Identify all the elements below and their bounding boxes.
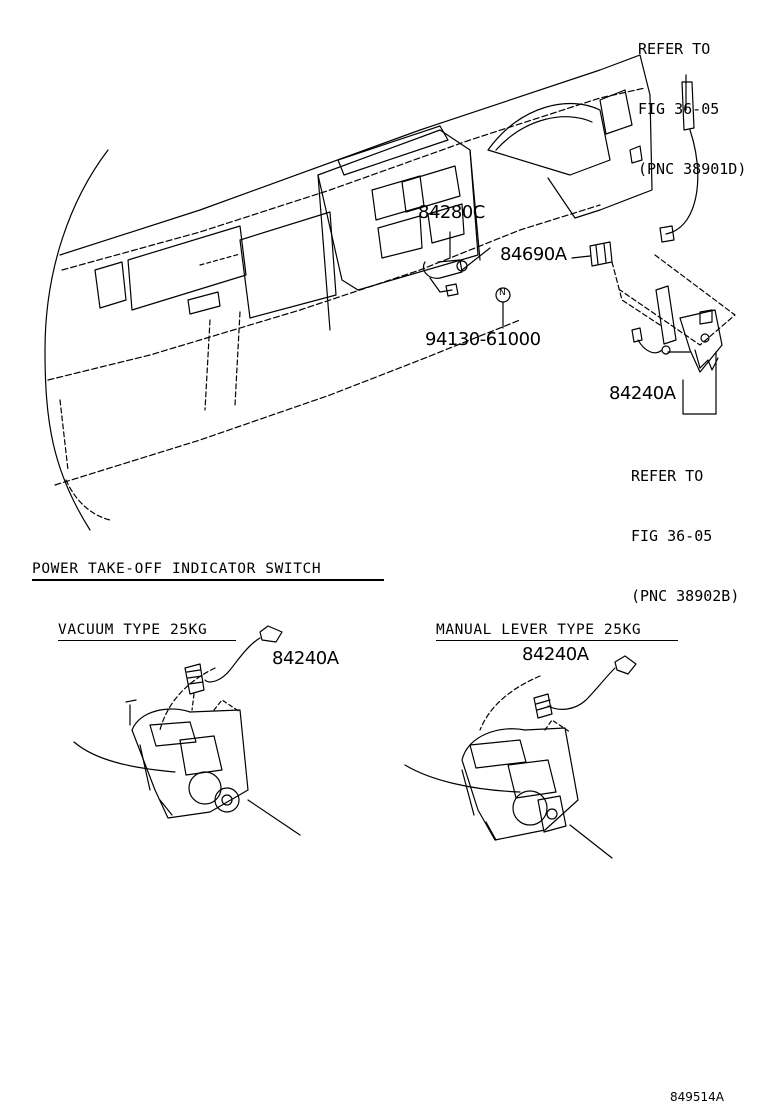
center-stack [317,129,479,291]
bracket-dashed-box [619,254,736,346]
vacuum-type-label: VACUUM TYPE 25KG [58,623,236,641]
part-number-84240a-manual: 84240A [522,644,589,665]
vacuum-connector [259,625,283,643]
brake-bracket [679,309,723,373]
passenger-panel [127,225,247,311]
manual-ptu-body [461,727,579,841]
vacuum-type-drawing [73,625,301,836]
parking-brake-cable [665,129,699,235]
switch-84280c [422,259,463,279]
brake-lever [655,285,677,345]
dash-right-end [599,54,653,211]
cluster-lower [547,177,601,219]
dash-left-edge [59,399,69,471]
manual-connector [614,655,637,675]
manual-switch [533,693,553,719]
vacuum-ptu-body [131,708,249,819]
illustration-code: 849514A [670,1090,725,1104]
glovebox [239,211,337,319]
manual-lever-type-drawing [404,655,637,859]
refer-bracket [682,351,717,415]
refer-top-line2: FIG 36-05 [638,100,720,118]
cable-end [681,81,695,131]
part-number-84280c: 84280C [418,202,485,223]
part-number-84690a: 84690A [500,244,567,265]
nut-symbol-letter: N [499,288,506,298]
dash-top-edge [59,54,641,256]
right-vent [599,89,633,135]
refer-bottom-line3: (PNC 38902B) [631,587,740,605]
refer-bottom-line2: FIG 36-05 [631,527,713,545]
dash-bottom-contour [54,319,521,486]
instrument-panel-drawing [44,54,736,531]
part-number-84240a-vacuum: 84240A [272,648,339,669]
switch-84280c-wire [429,277,453,293]
center-top-vent [337,125,449,176]
section-title-pto-indicator-switch: POWER TAKE-OFF INDICATOR SWITCH [32,562,384,581]
door-line [65,479,111,521]
dash-upper-contour [61,87,646,271]
switch-bank [427,203,465,244]
manual-flange [537,795,567,833]
part-number-94130-61000: 94130-61000 [425,329,541,350]
bracket-84690a [589,241,613,267]
refer-to-top-callout: REFER TO FIG 36-05 (PNC 38901D) [638,0,746,219]
switch-84240a-main [661,345,671,355]
refer-to-bottom-callout: REFER TO FIG 36-05 (PNC 38902B) [631,426,739,646]
manual-cable [547,667,616,710]
left-vent [94,261,127,309]
a-pillar-line [44,149,109,531]
radio-slot [377,215,423,259]
center-vent-left [371,175,425,221]
vacuum-switch [184,663,205,695]
refer-top-line1: REFER TO [638,40,711,58]
center-vent-right [401,165,461,213]
cluster-rim [495,116,593,151]
refer-top-line3: (PNC 38901D) [638,160,747,178]
part-number-84240a-main: 84240A [609,383,676,404]
vacuum-cable [204,637,261,683]
vacuum-flange [214,787,240,813]
passenger-latch [187,291,221,315]
cluster-hood [487,102,611,176]
refer-bottom-line1: REFER TO [631,467,704,485]
ratchet-teeth [694,349,719,371]
manual-lever-type-label: MANUAL LEVER TYPE 25KG [436,623,678,641]
